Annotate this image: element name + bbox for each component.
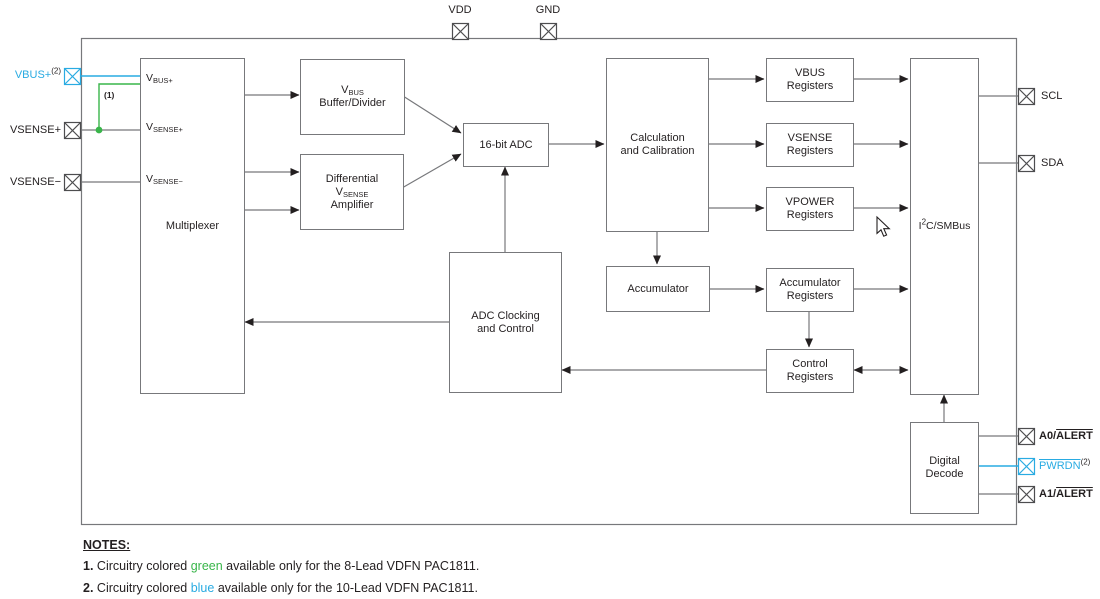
wire-note-1: (1) xyxy=(104,90,115,100)
block-vbus-registers: VBUS Registers xyxy=(766,58,854,102)
blue-circuit-wires xyxy=(80,75,1018,467)
block-calculation-calibration: Calculation and Calibration xyxy=(606,58,709,232)
block-digital-decode: Digital Decode xyxy=(910,422,979,514)
pin-vbus-plus-icon xyxy=(63,67,82,86)
block-multiplexer: Multiplexer xyxy=(140,58,245,394)
mux-input-vbus: VBUS+ xyxy=(146,72,173,85)
pin-gnd-label: GND xyxy=(535,4,561,16)
block-control-registers: Control Registers xyxy=(766,349,854,393)
pin-vdd-icon xyxy=(451,22,470,41)
pin-sda-icon xyxy=(1017,154,1036,173)
mux-input-vsense-plus: VSENSE+ xyxy=(146,121,183,134)
block-accumulator: Accumulator xyxy=(606,266,710,312)
pin-a0-alert-label: A0/ALERT xyxy=(1039,430,1093,442)
pin-leads xyxy=(80,95,1018,495)
block-16bit-adc: 16-bit ADC xyxy=(463,123,549,167)
block-vsense-registers: VSENSE Registers xyxy=(766,123,854,167)
pin-vdd-label: VDD xyxy=(448,4,472,16)
block-multiplexer-label: Multiplexer xyxy=(165,219,220,232)
green-circuit-wire xyxy=(95,83,140,134)
pin-a1-alert-icon xyxy=(1017,485,1036,504)
pin-gnd-icon xyxy=(539,22,558,41)
pin-vsense-plus-label: VSENSE+ xyxy=(9,124,61,136)
block-vbus-buffer-divider: VBUS Buffer/Divider xyxy=(300,59,405,135)
block-adc-clocking-control: ADC Clocking and Control xyxy=(449,252,562,393)
pin-pwrdn-label: PWRDN(2) xyxy=(1039,457,1091,472)
notes-heading: NOTES: xyxy=(83,538,131,552)
pin-vsense-minus-label: VSENSE− xyxy=(9,176,61,188)
pin-vsense-plus-icon xyxy=(63,121,82,140)
pin-a0-alert-icon xyxy=(1017,427,1036,446)
pin-vsense-minus-icon xyxy=(63,173,82,192)
signal-arrows xyxy=(243,75,948,422)
pin-boxes xyxy=(63,22,1036,504)
block-i2c-smbus: I2C/SMBus xyxy=(910,58,979,395)
pin-vbus-plus-label: VBUS+(2) xyxy=(14,66,61,81)
green-junction-dot xyxy=(95,126,103,134)
pin-a1-alert-label: A1/ALERT xyxy=(1039,488,1093,500)
pin-scl-icon xyxy=(1017,87,1036,106)
block-differential-vsense-amplifier: Differential VSENSE Amplifier xyxy=(300,154,404,230)
pin-scl-label: SCL xyxy=(1041,90,1063,102)
pin-sda-label: SDA xyxy=(1041,157,1064,169)
block-vpower-registers: VPOWER Registers xyxy=(766,187,854,231)
mux-input-vsense-minus: VSENSE− xyxy=(146,173,183,186)
mouse-cursor-icon xyxy=(876,215,891,237)
pin-pwrdn-icon xyxy=(1017,457,1036,476)
block-accumulator-registers: Accumulator Registers xyxy=(766,268,854,312)
note-2: 2. Circuitry colored blue available only… xyxy=(83,581,478,595)
note-1: 1. Circuitry colored green available onl… xyxy=(83,559,480,573)
